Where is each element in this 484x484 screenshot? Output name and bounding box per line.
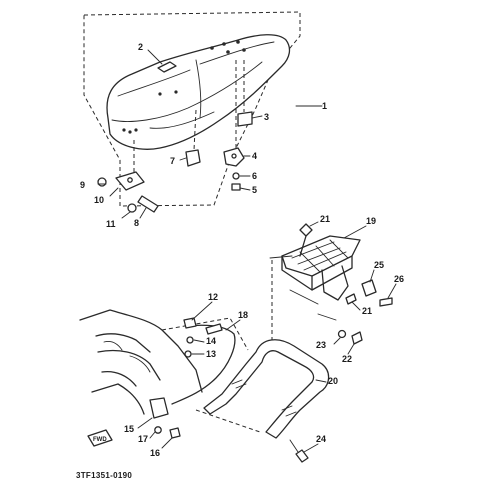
washer-23 [337, 329, 347, 339]
washer-6 [232, 172, 240, 180]
seat-hook-pin [137, 195, 159, 213]
bolt-21-top [299, 223, 313, 237]
callout-1: 1 [322, 101, 327, 111]
callout-9: 9 [80, 180, 85, 190]
callout-11: 11 [106, 219, 116, 229]
bolt-16 [169, 427, 181, 439]
bolt-22 [351, 331, 363, 345]
callout-3: 3 [264, 112, 269, 122]
seat-latch [157, 61, 177, 73]
screw-5 [231, 183, 241, 191]
grab-bar [203, 339, 330, 439]
callout-16: 16 [150, 448, 160, 458]
callout-14: 14 [206, 336, 216, 346]
callout-21-right: 21 [362, 306, 372, 316]
fwd-label: FWD [93, 437, 107, 443]
callout-8: 8 [134, 218, 139, 228]
callout-20: 20 [328, 376, 338, 386]
callout-18: 18 [238, 310, 248, 320]
callout-6: 6 [252, 171, 257, 181]
callout-12: 12 [208, 292, 218, 302]
washer-14 [186, 336, 194, 344]
seat-assembly-boundary [83, 11, 301, 207]
seat [106, 34, 291, 150]
callout-17: 17 [138, 434, 148, 444]
callout-10: 10 [94, 195, 104, 205]
callout-7: 7 [170, 156, 175, 166]
callout-22: 22 [342, 354, 352, 364]
drawing-code: 3TF1351-0190 [76, 471, 132, 480]
callout-5: 5 [252, 185, 257, 195]
callout-23: 23 [316, 340, 326, 350]
callout-26: 26 [394, 274, 404, 284]
rear-frame [79, 309, 261, 433]
forward-arrow-icon: FWD [87, 429, 113, 447]
seat-lock-15 [149, 397, 169, 419]
carrier-stay-25 [361, 279, 377, 297]
callout-25: 25 [374, 260, 384, 270]
bolt-24 [295, 449, 309, 463]
callout-24: 24 [316, 434, 326, 444]
bolt-26 [379, 297, 393, 307]
washer-17 [154, 426, 162, 434]
nut-9 [97, 177, 107, 187]
callout-2: 2 [138, 42, 143, 52]
seat-damper [237, 111, 253, 127]
bolt-21-right [345, 293, 357, 305]
callout-13: 13 [206, 349, 216, 359]
nut-11 [127, 203, 137, 213]
nut-13 [184, 350, 192, 358]
leader-lines [97, 49, 397, 453]
rear-carrier [281, 235, 361, 301]
seat-cushion-cap [185, 149, 201, 167]
callout-19: 19 [366, 216, 376, 226]
cable-clamp-12 [183, 317, 197, 329]
callout-4: 4 [252, 151, 257, 161]
callout-21-top: 21 [320, 214, 330, 224]
callout-15: 15 [124, 424, 134, 434]
